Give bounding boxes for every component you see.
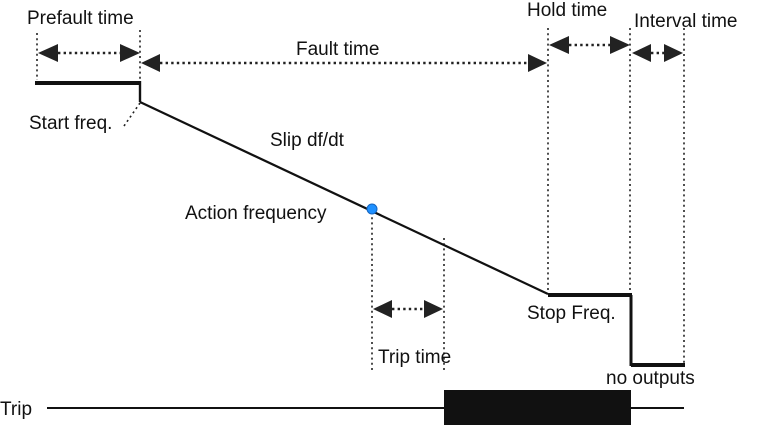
trip-label: Trip (0, 399, 32, 420)
start-freq-leader (123, 102, 141, 127)
trip-pulse (444, 390, 631, 425)
start-freq-label: Start freq. (29, 113, 112, 134)
prefault-time-label: Prefault time (27, 8, 134, 29)
fault-time-label: Fault time (296, 39, 379, 60)
slip-line (139, 101, 549, 295)
trip-time-label: Trip time (378, 347, 451, 368)
interval-time-label: Interval time (634, 11, 737, 32)
prefault-time-arrow (38, 44, 140, 62)
hold-time-label: Hold time (527, 0, 607, 21)
hold-time-arrow (549, 36, 630, 54)
fault-time-arrow (141, 54, 547, 72)
trip-time-arrow (373, 300, 443, 318)
stop-freq-label: Stop Freq. (527, 303, 616, 324)
action-frequency-point (366, 203, 378, 215)
slip-label: Slip df/dt (270, 130, 345, 151)
no-outputs-label: no outputs (606, 368, 695, 389)
interval-time-arrow (632, 44, 683, 62)
action-frequency-label: Action frequency (185, 203, 327, 224)
